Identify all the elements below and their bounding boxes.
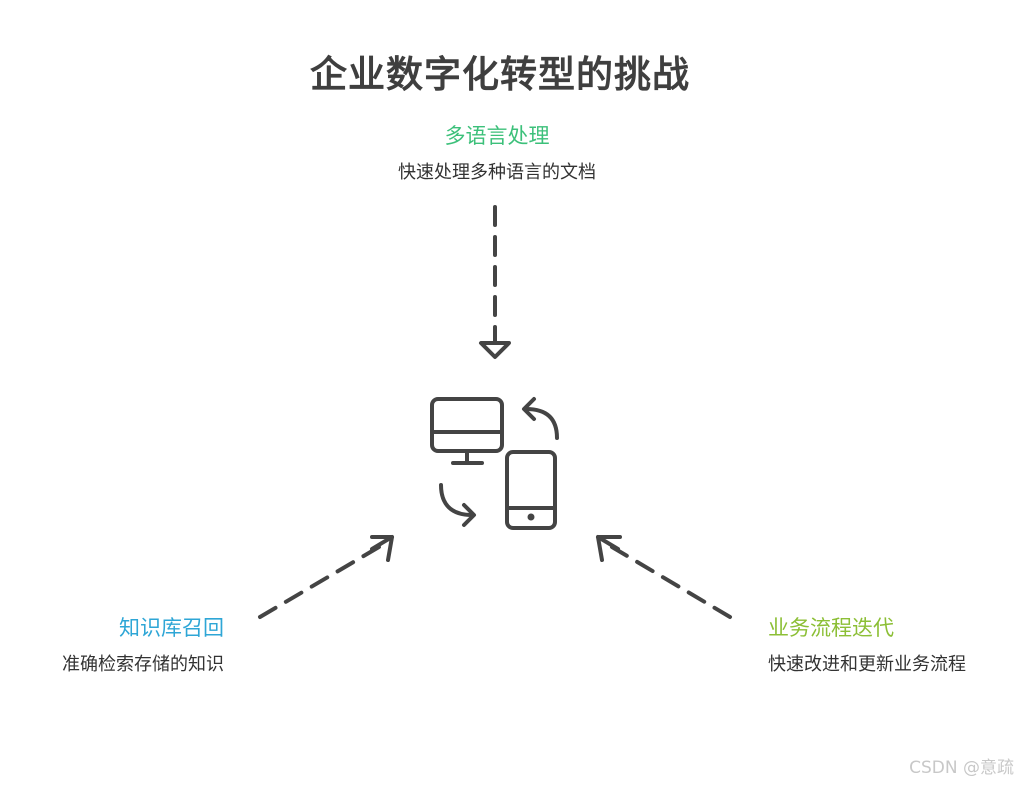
right-node-description: 快速改进和更新业务流程 xyxy=(768,654,966,675)
watermark: CSDN @意疏 xyxy=(909,758,1014,778)
left-node-description: 准确检索存储的知识 xyxy=(62,654,224,675)
left-node-label: 知识库召回 xyxy=(119,616,224,640)
right-node-label: 业务流程迭代 xyxy=(768,616,894,640)
diagram-title: 企业数字化转型的挑战 xyxy=(310,53,690,96)
right-arrow xyxy=(596,535,732,619)
top-arrow xyxy=(479,205,511,359)
devices-sync-icon xyxy=(430,397,559,530)
left-arrow xyxy=(258,535,394,619)
top-node-description: 快速处理多种语言的文档 xyxy=(398,162,596,183)
top-node-label: 多语言处理 xyxy=(444,124,550,148)
